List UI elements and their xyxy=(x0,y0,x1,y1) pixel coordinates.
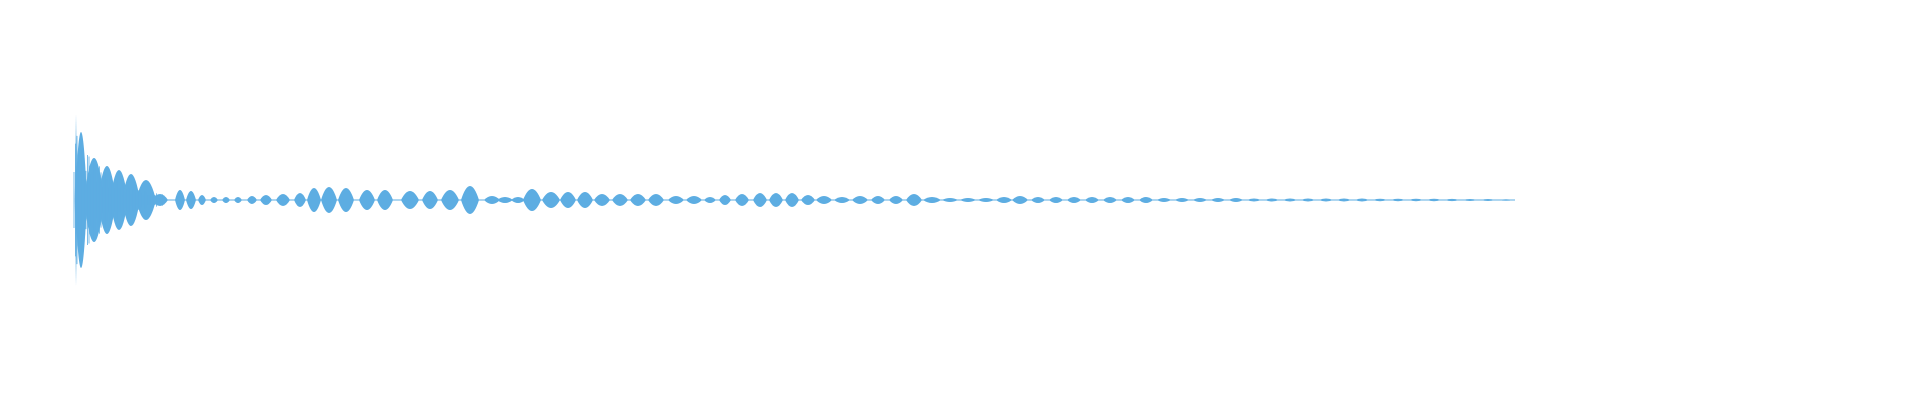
waveform-lobe xyxy=(871,196,885,204)
waveform-lobe xyxy=(175,190,185,210)
waveform-lobe xyxy=(1391,198,1405,202)
waveform-lobe xyxy=(1193,198,1207,202)
waveform-lobe xyxy=(889,196,903,204)
waveform-lobe xyxy=(942,198,958,202)
waveform-lobe xyxy=(1085,197,1099,203)
waveform-lobe xyxy=(704,197,716,203)
waveform-lobe xyxy=(1481,199,1495,201)
waveform-lobe xyxy=(1067,197,1081,203)
waveform-lobe xyxy=(686,196,702,204)
waveform-lobe xyxy=(1319,198,1333,202)
waveform-lobe xyxy=(996,197,1012,203)
waveform-lobe xyxy=(1355,198,1369,202)
waveform-lobe xyxy=(906,194,922,206)
waveform-lobe xyxy=(577,192,593,208)
waveform-lobe xyxy=(247,196,257,204)
waveform-lobe xyxy=(1283,198,1297,202)
waveform-lobe xyxy=(198,195,206,205)
waveform-lobe xyxy=(441,190,459,210)
waveform-lobe xyxy=(769,193,783,207)
waveform-lobe xyxy=(1445,198,1459,202)
waveform-lobe xyxy=(735,194,749,206)
waveform-lobe xyxy=(1427,198,1441,202)
waveform-lobe xyxy=(1175,198,1189,202)
waveform-lobe xyxy=(1499,199,1513,201)
waveform-lobe xyxy=(594,194,610,206)
waveform-lobe xyxy=(1121,197,1135,203)
waveform-lobe xyxy=(461,186,479,214)
waveform-lobe xyxy=(1373,198,1387,202)
waveform-lobe xyxy=(630,194,646,206)
waveform-lobe xyxy=(668,196,684,204)
waveform-lobe xyxy=(523,189,541,211)
waveform-lobe xyxy=(422,191,438,209)
waveform-lobe xyxy=(816,196,832,204)
waveform-lobe xyxy=(785,193,799,207)
waveform-lobe xyxy=(1049,197,1063,203)
waveform-lobe xyxy=(719,195,731,205)
waveform-lobe xyxy=(1265,198,1279,202)
waveform-lobe xyxy=(1211,198,1225,202)
waveform-lobe xyxy=(542,192,560,208)
waveform-lobe xyxy=(1301,198,1315,202)
waveform-lobe xyxy=(923,197,941,203)
waveform-lobe xyxy=(260,195,272,205)
waveform-lobe xyxy=(978,198,994,202)
waveform-lobe xyxy=(401,191,419,209)
waveform-lobe xyxy=(560,192,576,208)
waveform-lobe xyxy=(648,194,664,206)
waveform-envelope xyxy=(73,114,1515,286)
waveform-lobe xyxy=(511,197,525,203)
waveform-lobe xyxy=(497,197,513,203)
waveform-lobe xyxy=(338,188,354,212)
waveform-lobe xyxy=(1337,198,1351,202)
waveform-lobe xyxy=(75,132,87,268)
waveform-lobe xyxy=(1103,197,1117,203)
waveform-lobe xyxy=(321,187,337,213)
waveform-lobe xyxy=(1229,198,1243,202)
waveform-lobe xyxy=(1157,198,1171,202)
waveform-lobe xyxy=(852,196,868,204)
waveform-lobe xyxy=(294,193,306,207)
waveform-lobe xyxy=(960,198,976,202)
waveform-lobe xyxy=(210,197,218,203)
waveform-lobe xyxy=(801,195,815,205)
waveform-lobe xyxy=(276,194,290,206)
waveform-lobe xyxy=(1012,196,1028,204)
waveform-lobe xyxy=(186,191,196,209)
waveform-lobe xyxy=(612,194,628,206)
waveform-lobe xyxy=(359,190,375,210)
waveform-lobe xyxy=(1463,199,1477,201)
waveform-lobe xyxy=(834,197,850,203)
waveform-lobe xyxy=(1247,198,1261,202)
waveform-lobe xyxy=(234,197,242,203)
waveform-lobe xyxy=(484,196,500,204)
waveform-lobe xyxy=(1409,198,1423,202)
waveform-lobe xyxy=(1139,197,1153,203)
waveform-lobe xyxy=(222,197,230,203)
waveform-lobe xyxy=(1031,197,1045,203)
waveform-lobe xyxy=(307,188,321,212)
waveform-lobe xyxy=(753,193,767,207)
waveform-lobe xyxy=(377,190,393,210)
